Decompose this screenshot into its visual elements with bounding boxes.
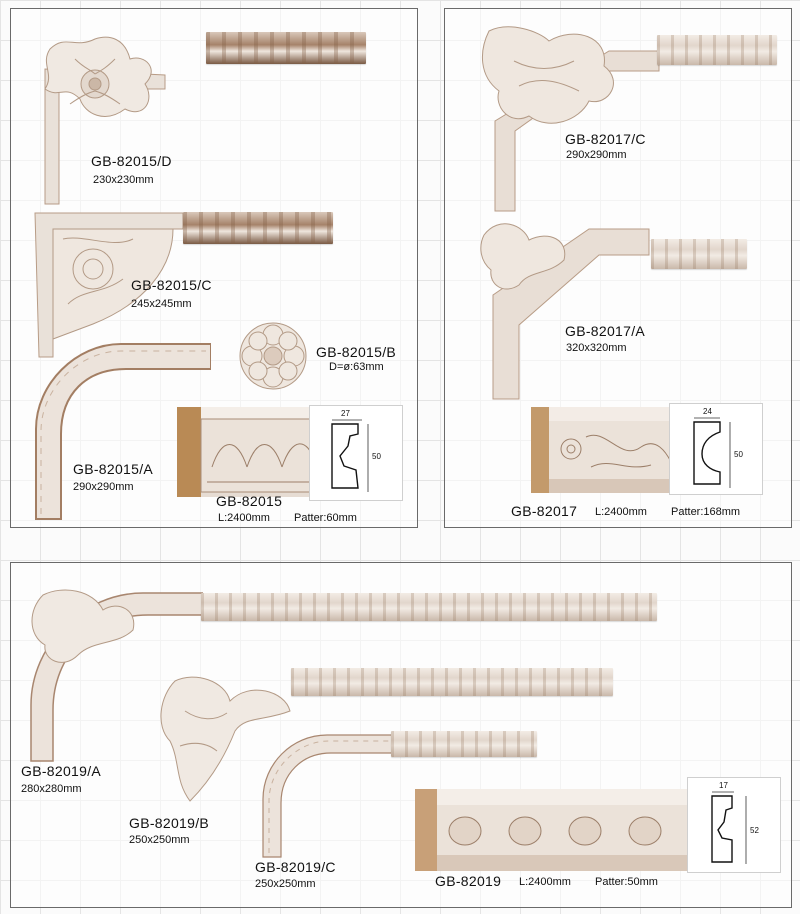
product-code: GB-82015/A [73, 461, 154, 477]
profile-height-label: 50 [734, 450, 743, 459]
product-size: 320x320mm [566, 342, 627, 354]
moulding-length: L:2400mm [519, 876, 571, 888]
moulding-strip-gb82019-c [391, 731, 537, 757]
product-code: GB-82019/C [255, 859, 336, 875]
product-size: 290x290mm [73, 481, 134, 493]
moulding-pattern: Patter:50mm [595, 876, 658, 888]
corner-gb82015-d-image [44, 36, 166, 205]
moulding-strip-gb82019-a [201, 593, 657, 621]
moulding-gb82019-image [415, 789, 687, 871]
moulding-code: GB-82017 [511, 503, 578, 519]
product-size: 250x250mm [129, 834, 190, 846]
profile-height-label: 52 [750, 826, 759, 835]
moulding-gb82015-image [177, 407, 317, 497]
profile-width-label: 27 [341, 409, 350, 418]
product-size: 245x245mm [131, 298, 192, 310]
product-size: 250x250mm [255, 878, 316, 890]
product-size: 280x280mm [21, 783, 82, 795]
product-code: GB-82019/A [21, 763, 102, 779]
product-code: GB-82015/D [91, 153, 172, 169]
moulding-code: GB-82015 [216, 493, 283, 509]
moulding-code: GB-82019 [435, 873, 502, 889]
corner-gb82019-b-image [160, 676, 291, 802]
moulding-pattern: Patter:168mm [671, 506, 741, 518]
product-code: GB-82015/B [316, 344, 397, 360]
profile-diagram-gb82015: 27 50 [309, 405, 403, 501]
product-size: D=ø:63mm [329, 361, 384, 373]
moulding-length: L:2400mm [218, 512, 270, 524]
product-code: GB-82015/C [131, 277, 212, 293]
corner-gb82015-a-image [35, 343, 211, 520]
panel-gb82019: GB-82019/A 280x280mm GB-82019/B 250x250m… [10, 562, 792, 908]
moulding-strip-gb82017-c [657, 35, 777, 65]
panel-gb82015: GB-82015/D 230x230mm GB-82015/C 245x245m… [10, 8, 418, 528]
corner-gb82017-a-image [480, 223, 650, 400]
panel-gb82017: GB-82017/C 290x290mm GB-82017/A 320x320m… [444, 8, 792, 528]
corner-gb82015-c-image [34, 212, 183, 358]
profile-diagram-gb82017: 24 50 [669, 403, 763, 495]
product-size: 290x290mm [566, 149, 627, 161]
product-size: 230x230mm [93, 174, 154, 186]
product-code: GB-82017/C [565, 131, 646, 147]
profile-width-label: 24 [703, 407, 712, 416]
profile-width-label: 17 [719, 781, 728, 790]
profile-height-label: 50 [372, 452, 381, 461]
corner-gb82019-c-image [262, 734, 393, 858]
moulding-pattern: Patter:60mm [294, 512, 357, 524]
profile-diagram-gb82019: 17 52 [687, 777, 781, 873]
moulding-gb82017-image [531, 407, 675, 493]
corner-gb82019-a-image [30, 589, 203, 762]
corner-gb82017-c-image [481, 26, 660, 212]
moulding-strip-gb82015-c [183, 212, 333, 244]
moulding-length: L:2400mm [595, 506, 647, 518]
product-code: GB-82019/B [129, 815, 210, 831]
product-code: GB-82017/A [565, 323, 646, 339]
rosette-gb82015-b-image [239, 322, 307, 390]
moulding-strip-gb82017-a [651, 239, 747, 269]
moulding-strip-gb82015-d [206, 32, 366, 64]
moulding-strip-gb82019-b [291, 668, 613, 696]
